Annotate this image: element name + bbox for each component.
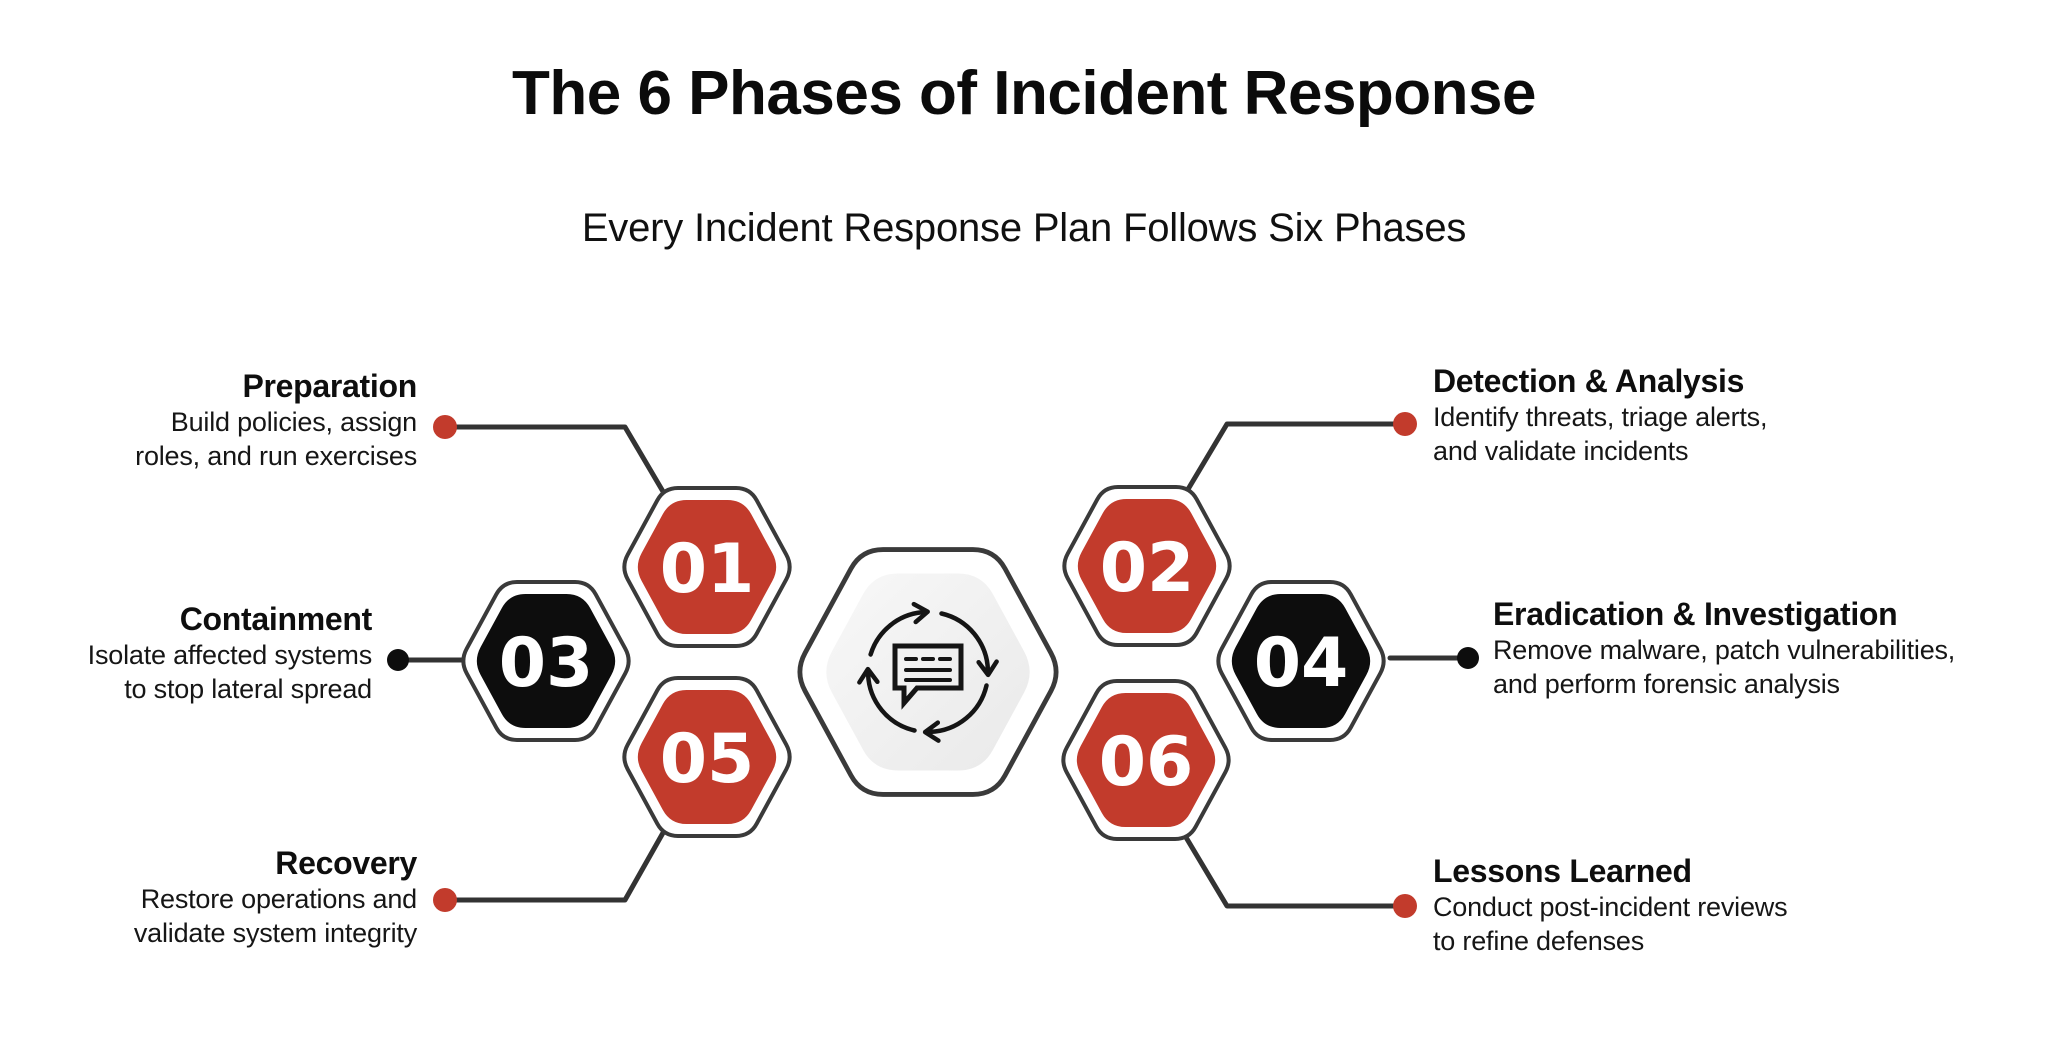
hexagon-phase-05: 05	[622, 676, 792, 838]
phase-description: Build policies, assign roles, and run ex…	[135, 407, 417, 471]
phase-label-recovery: Recovery Restore operations and validate…	[134, 844, 417, 950]
phase-number: 02	[1100, 529, 1195, 608]
hexagon-phase-03: 03	[461, 580, 631, 742]
hexagon-phase-02: 02	[1062, 485, 1232, 647]
connector-dot-03	[387, 649, 409, 671]
hexagon-phase-01: 01	[622, 486, 792, 648]
phase-name: Detection & Analysis	[1433, 363, 1745, 399]
phase-description: Identify threats, triage alerts, and val…	[1433, 402, 1768, 466]
page-subtitle: Every Incident Response Plan Follows Six…	[581, 206, 1467, 250]
connector-line-02	[1181, 421, 1408, 499]
phase-name: Preparation	[242, 368, 417, 404]
connector-dot-04	[1457, 647, 1479, 669]
connector-line-06	[1181, 831, 1408, 909]
phase-label-containment: Containment Isolate affected systems to …	[87, 600, 373, 706]
phase-number: 01	[660, 530, 755, 609]
hexagon-phase-04: 04	[1216, 580, 1386, 742]
phase-description: Restore operations and validate system i…	[133, 884, 417, 948]
phase-description: Isolate affected systems to stop lateral…	[87, 640, 373, 704]
cycle-arrows-icon	[857, 601, 999, 743]
connector-line-01	[442, 424, 671, 503]
connector-dot-02	[1393, 412, 1417, 436]
phase-label-lessons-learned: Lessons Learned Conduct post-incident re…	[1433, 852, 1788, 958]
chat-refresh-cycle-icon	[857, 601, 999, 743]
phase-number: 06	[1099, 723, 1194, 802]
phase-number: 05	[660, 720, 755, 799]
center-hexagon	[800, 550, 1056, 795]
phase-number: 03	[499, 624, 594, 703]
phase-name: Lessons Learned	[1433, 853, 1692, 889]
hexagon-phase-06: 06	[1061, 679, 1231, 841]
connector-line-05	[442, 821, 671, 903]
connector-dot-06	[1393, 894, 1417, 918]
phase-label-eradication-investigation: Eradication & Investigation Remove malwa…	[1493, 595, 1955, 701]
phase-name: Eradication & Investigation	[1493, 596, 1898, 632]
page-title: The 6 Phases of Incident Response	[512, 59, 1537, 128]
phase-label-preparation: Preparation Build policies, assign roles…	[135, 367, 417, 473]
connector-dot-01	[433, 415, 457, 439]
chat-bubble-icon	[892, 643, 964, 710]
phase-number: 04	[1254, 624, 1349, 703]
phase-name: Containment	[179, 601, 373, 637]
phase-description: Conduct post-incident reviews to refine …	[1433, 892, 1788, 956]
connector-dot-05	[433, 888, 457, 912]
phase-description: Remove malware, patch vulnerabilities, a…	[1493, 635, 1956, 699]
phase-name: Recovery	[275, 845, 417, 881]
phase-label-detection-analysis: Detection & Analysis Identify threats, t…	[1433, 362, 1767, 468]
